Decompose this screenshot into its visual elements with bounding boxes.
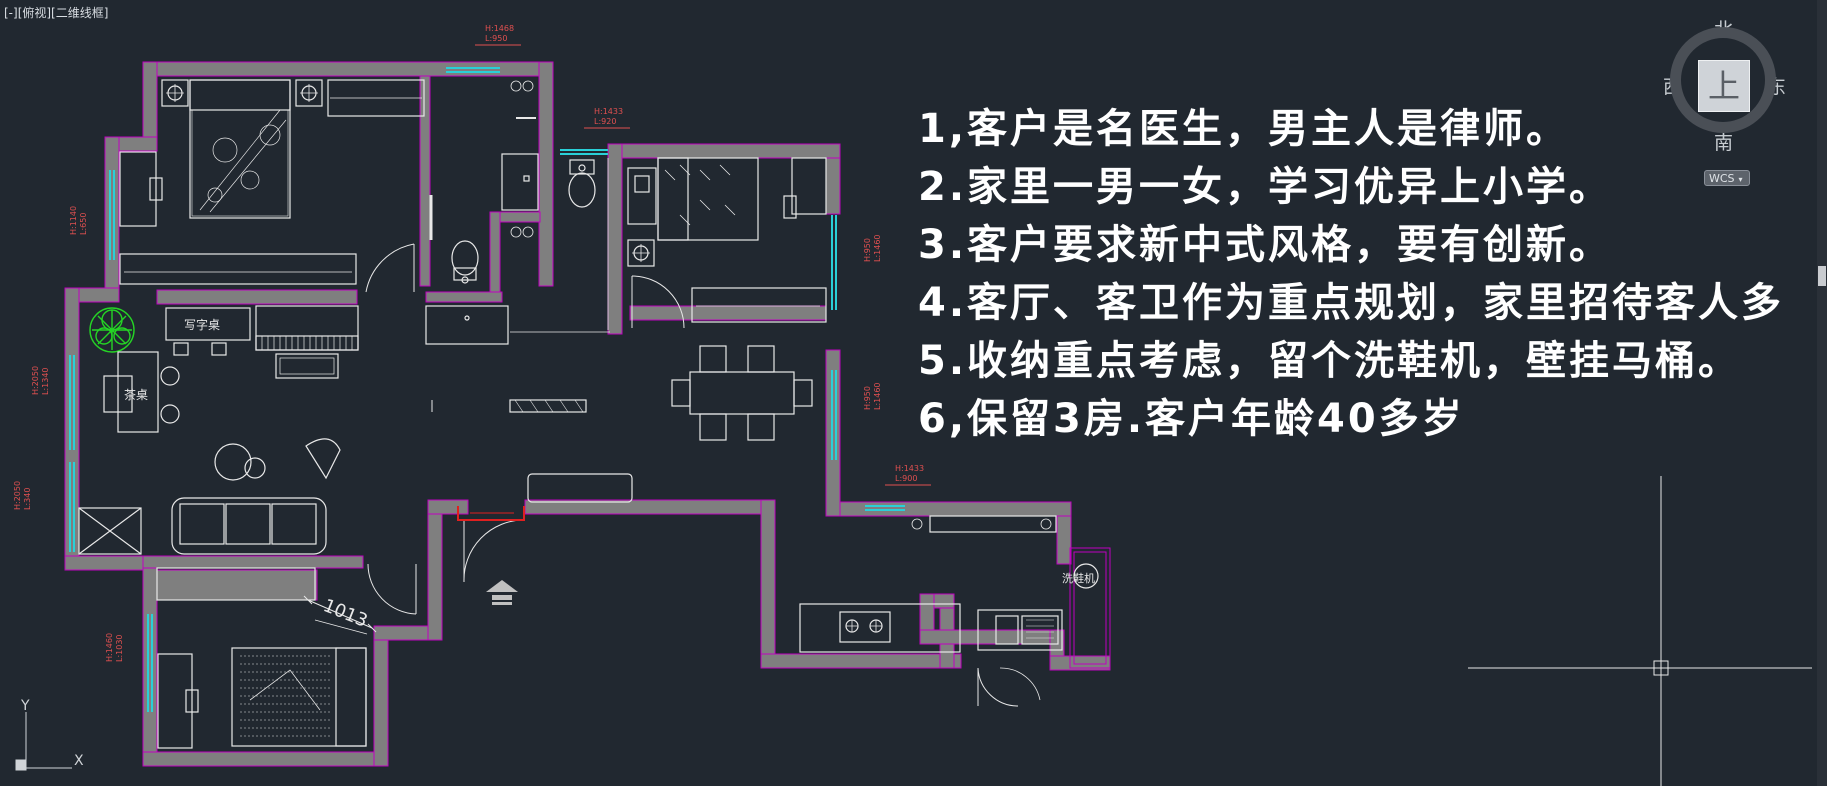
dimension-line — [303, 595, 377, 633]
viewcube[interactable]: 北 西 东 南 上 WCS▾ — [1660, 10, 1790, 186]
window-tag: H:950 L:1460 — [863, 234, 882, 262]
viewport-controls-label[interactable]: [-][俯视][二维线框] — [4, 6, 109, 20]
window-tag-l: L:1460 — [873, 382, 882, 410]
toilet — [568, 159, 596, 208]
desk-chair — [157, 653, 199, 749]
tea-table — [103, 351, 180, 433]
shoe-washer-label: 洗鞋机 — [1062, 571, 1095, 585]
crosshair-cursor — [1468, 476, 1812, 786]
chevron-down-icon: ▾ — [1738, 175, 1743, 184]
shoe-washer — [1073, 563, 1099, 589]
bed-2 — [657, 157, 759, 241]
window-tag: H:1433 L:900 — [885, 464, 931, 486]
kitchen-counter — [799, 603, 961, 653]
window-tag-l: L:950 — [485, 34, 507, 43]
nightstand-lamp — [295, 79, 323, 107]
dimension-label: 1013 — [320, 595, 370, 632]
wcs-dropdown[interactable]: WCS▾ — [1704, 170, 1750, 186]
window-tag-l: L:650 — [79, 213, 88, 235]
window-tag: H:1468 L:950 — [475, 24, 521, 46]
media-cabinet — [509, 399, 587, 413]
vertical-scrollbar[interactable] — [1817, 0, 1827, 786]
window-tag: H:2050 L:340 — [13, 481, 32, 510]
doors — [365, 243, 1041, 707]
window-tag: H:950 L:1460 — [863, 382, 882, 410]
console-table — [527, 473, 633, 503]
window-tag-h: H:1460 — [105, 633, 114, 662]
furniture — [78, 79, 1111, 749]
window-tag-h: H:2050 — [13, 481, 22, 510]
sink-vanity — [425, 305, 509, 345]
viewcube-top-face[interactable]: 上 — [1698, 60, 1750, 112]
viewcube-compass-ring[interactable] — [1670, 27, 1776, 133]
window-tag: H:1433 L:920 — [584, 107, 630, 129]
note-line: 2.家里一男一女，学习优异上小学。 — [918, 164, 1613, 210]
window-tag-h: H:950 — [863, 386, 872, 410]
window-tag-l: L:1030 — [115, 634, 124, 662]
front-door — [457, 506, 525, 521]
window-tag-h: H:1468 — [485, 24, 514, 33]
window-tag-h: H:1433 — [594, 107, 623, 116]
dining-table — [671, 345, 813, 441]
toilet — [451, 240, 479, 284]
shower-tray — [501, 153, 539, 211]
plant — [89, 307, 135, 353]
window-tags: H:1468 L:950 H:1433 L:920 H:1140 L:650 H… — [13, 24, 931, 662]
dresser — [327, 79, 425, 117]
nightstand-lamp — [627, 239, 655, 267]
windows — [69, 67, 905, 712]
counter-right — [1069, 547, 1111, 669]
bed-3 — [231, 647, 367, 747]
writing-desk-label: 写字桌 — [184, 317, 220, 332]
master-bed — [189, 79, 291, 219]
wardrobe — [691, 287, 827, 323]
crib — [627, 167, 657, 225]
cabinet — [156, 567, 316, 601]
window-tag-h: H:1433 — [895, 464, 924, 473]
writing-desk — [165, 307, 251, 341]
wardrobe — [119, 253, 357, 285]
note-line: 1,客户是名医生，男主人是律师。 — [918, 106, 1570, 152]
window-tag-l: L:340 — [23, 488, 32, 510]
wcs-label: WCS — [1709, 172, 1735, 185]
ucs-icon — [15, 712, 72, 771]
walls — [64, 61, 1111, 767]
storage-box — [78, 507, 142, 555]
stove — [839, 611, 891, 643]
kitchen-sink — [977, 609, 1063, 651]
side-table-chair — [214, 438, 341, 481]
tea-table-label: 茶桌 — [124, 387, 148, 402]
viewcube-south[interactable]: 南 — [1714, 132, 1734, 154]
window-tag-l: L:1340 — [41, 367, 50, 395]
piano-bench — [275, 353, 339, 379]
window-tag: H:2050 L:1340 — [31, 366, 50, 395]
sofa — [171, 497, 327, 555]
window-tag-l: L:900 — [895, 474, 917, 483]
nightstand-lamp — [161, 79, 189, 107]
entry-arrow — [486, 580, 518, 605]
window-tag-h: H:950 — [863, 238, 872, 262]
window-tag: H:1140 L:650 — [69, 206, 88, 235]
window-tag-h: H:1140 — [69, 206, 78, 235]
piano — [255, 305, 359, 351]
window-tag-l: L:920 — [594, 117, 616, 126]
window-tag-l: L:1460 — [873, 234, 882, 262]
desk-chair — [119, 151, 163, 227]
desk-chair — [783, 157, 827, 219]
window-tag-h: H:2050 — [31, 366, 40, 395]
window-tag: H:1460 L:1030 — [105, 633, 124, 662]
ucs-x-label: X — [74, 753, 84, 769]
scrollbar-thumb[interactable] — [1818, 266, 1826, 286]
requirements-notes: 1,客户是名医生，男主人是律师。 2.家里一男一女，学习优异上小学。 3.客户要… — [918, 100, 1823, 448]
note-line: 4.客厅、客卫作为重点规划，家里招待客人多 — [918, 280, 1785, 326]
note-line: 3.客户要求新中式风格，要有创新。 — [918, 222, 1613, 268]
counter-top — [929, 515, 1057, 533]
ucs-y-label: Y — [20, 698, 30, 714]
note-line: 5.收纳重点考虑，留个洗鞋机，壁挂马桶。 — [918, 338, 1742, 384]
note-line: 6,保留3房.客户年龄40多岁 — [918, 396, 1465, 442]
